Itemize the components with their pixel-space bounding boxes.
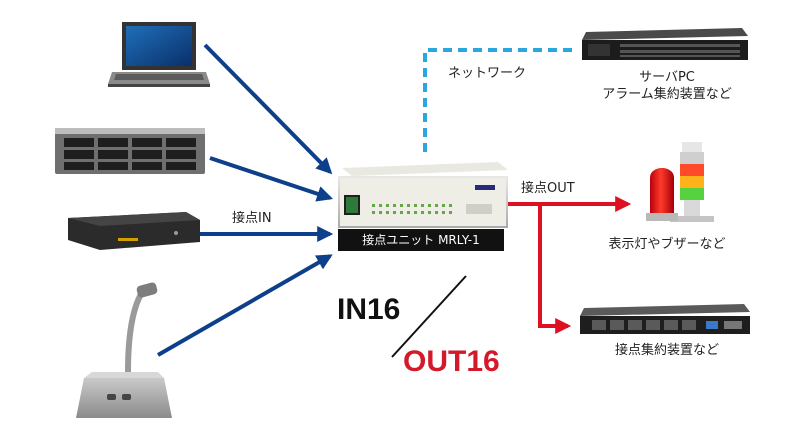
server-caption-line1: サーバPC xyxy=(639,70,695,85)
relay-unit-icon xyxy=(338,162,508,228)
rack-server-icon xyxy=(55,128,205,174)
contact-out-label: 接点OUT xyxy=(521,181,575,196)
indicator-caption: 表示灯やブザーなど xyxy=(608,237,726,252)
network-label: ネットワーク xyxy=(448,66,527,81)
separator-line xyxy=(391,275,467,358)
signal-tower-icon xyxy=(646,142,714,222)
server-caption-line2: アラーム集約装置など xyxy=(602,87,732,102)
dvr-recorder-icon xyxy=(68,212,200,250)
gooseneck-microphone-icon xyxy=(76,282,172,418)
aggregator-caption: 接点集約装置など xyxy=(614,343,719,358)
network-dashed-line xyxy=(423,48,575,152)
server-pc-icon xyxy=(582,28,748,60)
out-count-label: OUT16 xyxy=(403,345,500,378)
aggregator-rack-icon xyxy=(580,304,750,334)
in-count-label: IN16 xyxy=(337,293,401,326)
laptop-icon xyxy=(108,22,210,87)
input-arrow-microphone xyxy=(157,254,333,357)
unit-name-label: 接点ユニット MRLY-1 xyxy=(362,233,480,247)
input-arrow-rack-server xyxy=(209,156,334,202)
output-arrow-aggregator xyxy=(538,204,572,334)
input-arrow-laptop xyxy=(203,43,333,175)
unit-label-bar xyxy=(338,229,504,251)
contact-in-label: 接点IN xyxy=(232,211,272,226)
